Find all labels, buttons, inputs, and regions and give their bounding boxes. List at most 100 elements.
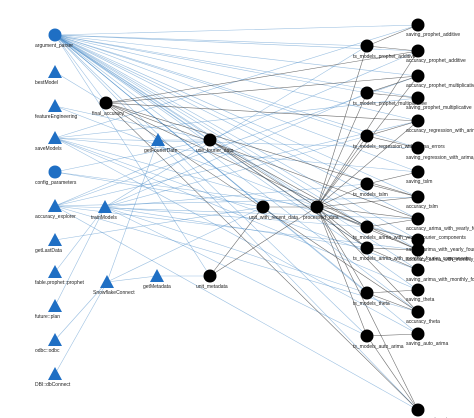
edge-processed_data-to-accuracy_regression_with_arima_errors [316,120,419,208]
node-label: accuracy_prophet_multiplicative [406,83,474,89]
circle-node-icon [411,141,425,155]
node-saving_arima_with_monthly_fourier_components[interactable]: saving_arima_with_monthly_fourier_compon… [406,263,474,284]
node-ts_models_arima_with_monthly_fourier_components[interactable]: ts_models_arima_with_monthly_fourier_com… [353,241,471,263]
node-fable_prophet_prophet[interactable]: fable.prophet::prophet [35,265,85,286]
node-getLastData[interactable]: getLastData [35,233,62,254]
triangle-node-icon [48,99,62,112]
node-ts_models_prophet_additive[interactable]: ts_models_prophet_additive [353,39,416,61]
edge-argument_parser-to-processed_data [54,34,318,208]
node-accuracy_arima_with_yearly_fourier_components[interactable]: accuracy_arima_with_yearly_fourier_compo… [406,212,474,233]
node-getMetadata[interactable]: getMetadata [143,269,171,290]
node-saving_prophet_multiplicative[interactable]: saving_prophet_multiplicative [406,91,472,112]
circle-node-icon [411,403,425,417]
edge-use_fourier_data-to-processed_data [209,139,318,208]
node-accuracy_prophet_additive[interactable]: accuracy_prophet_additive [406,44,466,65]
node-accuracy_regression_with_arima_errors[interactable]: accuracy_regression_with_arima_errors [406,114,474,135]
circle-node-icon [411,212,425,226]
node-accuracy_auto_arima[interactable]: accuracy_auto_arima [406,403,454,418]
node-label: future::plan [35,314,60,320]
node-label: saving_tslm [406,179,432,185]
edge-config_parameters-to-use_fourier_data [54,139,211,173]
circle-node-icon [360,241,374,255]
edge-processed_data-to-accuracy_tslm [316,196,419,208]
triangle-node-icon [100,275,114,288]
edge-snowflakeConnect-to-getFourierDate [106,139,159,283]
circle-node-icon [360,220,374,234]
triangle-node-icon [48,199,62,212]
edge-ts_models_prophet_additive-to-saving_prophet_additive [366,24,419,47]
edge-argument_parser-to-accuracy_auto_arima [54,34,419,411]
node-ts_models_regression_with_arima_errors[interactable]: ts_models_regression_with_arima_errors [353,129,445,151]
node-saving_auto_arima[interactable]: saving_auto_arima [406,327,448,348]
node-label: trainModels [91,215,117,221]
circle-node-icon [411,190,425,204]
node-ts_models_tslm[interactable]: ts_models_tslm [353,177,388,199]
circle-node-icon [203,133,217,147]
node-saveModels[interactable]: saveModels [35,131,62,152]
edge-odbc_odbc-to-snowflakeConnect [54,281,108,341]
edge-ts_models_auto_arima-to-accuracy_auto_arima [366,335,419,411]
node-odbc_odbc[interactable]: odbc::odbc [35,333,62,354]
node-saving_tslm[interactable]: saving_tslm [406,165,432,186]
node-label: ts_models_auto_arima [353,344,404,350]
edge-accuracy_prophet_multiplicative-to-final_accuracy [105,75,419,104]
edges-layer [54,24,419,411]
node-saving_prophet_additive[interactable]: saving_prophet_additive [406,18,460,39]
edge-argument_parser-to-ts_models_auto_arima [54,34,368,337]
node-getFourierDate[interactable]: getFourierDate [144,133,178,154]
node-processed_data[interactable]: processed_data [303,200,339,222]
edge-fable_prophet_prophet-to-trainModels [54,206,106,273]
edge-accuracy_auto_arima-to-final_accuracy [105,102,419,411]
edge-processed_data-to-ts_models_auto_arima [316,206,368,337]
node-accuracy_prophet_multiplicative[interactable]: accuracy_prophet_multiplicative [406,69,474,90]
node-bestModel[interactable]: bestModel [35,65,62,86]
node-dbi_dbconnect[interactable]: DBI::dbConnect [35,367,71,388]
node-ts_models_arima_with_yearly_fourier_components[interactable]: ts_models_arima_with_yearly_fourier_comp… [353,220,466,242]
circle-node-icon [48,28,62,42]
node-label: use_fourier_data [196,148,234,154]
node-accuracy_arima_with_monthly_fourier_components[interactable]: accuracy_arima_with_monthly_fourier_comp… [406,243,474,264]
edge-trainModels-to-ts_models_auto_arima [104,206,368,337]
node-saving_regression_with_arima_errors[interactable]: saving_regression_with_arima_errors [406,141,474,162]
edge-snowflakeConnect-to-unit_with_recent_data [106,206,264,283]
node-ts_models_auto_arima[interactable]: ts_models_auto_arima [353,329,404,351]
node-label: accuracy_tslm [406,204,438,210]
edge-argument_parser-to-saving_auto_arima [54,34,419,335]
circle-node-icon [411,44,425,58]
node-accuracy_tslm[interactable]: accuracy_tslm [406,190,438,211]
node-saving_arima_with_yearly_fourier_components[interactable]: saving_arima_with_yearly_fourier_compone… [406,233,474,254]
edge-processed_data-to-ts_models_tslm [316,183,368,208]
node-trainModels[interactable]: trainModels [91,200,117,221]
edge-trainModels-to-ts_models_tslm [104,183,368,208]
node-accuracy_theta[interactable]: accuracy_theta [406,305,440,326]
edge-ts_models_tslm-to-accuracy_tslm [366,183,419,198]
node-future_plan[interactable]: future::plan [35,299,62,320]
circle-node-icon [360,129,374,143]
triangle-node-icon [151,133,165,146]
node-featureEngineering[interactable]: featureEngineering [35,99,77,120]
node-argument_parser[interactable]: argument_parser [35,28,73,50]
node-final_accuracy[interactable]: final_accuracy [92,96,124,118]
node-ts_models_theta[interactable]: ts_models_theta [353,286,390,308]
node-label: argument_parser [35,43,73,49]
node-accuracy_explorer[interactable]: accuracy_explorer [35,199,76,220]
edge-trainModels-to-ts_models_arima_with_monthly_fourier_components [104,206,368,249]
triangle-node-icon [48,333,62,346]
edge-processed_data-to-accuracy_theta [316,206,419,313]
node-unit_with_recent_data[interactable]: unit_with_recent_data [249,200,298,222]
edge-argument_parser-to-ts_models_prophet_multiplicative [54,34,368,94]
node-label: saving_prophet_multiplicative [406,105,472,111]
edge-config_parameters-to-unit_with_recent_data [54,171,264,208]
node-label: ts_models_tslm [353,192,388,198]
node-saving_theta[interactable]: saving_theta [406,283,435,304]
node-label: unit_with_recent_data [249,215,298,221]
edge-accuracy_explorer-to-accuracy_arima_with_monthly_fourier_components [54,205,419,251]
edge-processed_data-to-ts_models_prophet_multiplicative [316,92,368,208]
node-config_parameters[interactable]: config_parameters [35,165,77,187]
node-use_fourier_data[interactable]: use_fourier_data [196,133,234,155]
node-ts_models_prophet_multiplicative[interactable]: ts_models_prophet_multiplicative [353,86,427,108]
edge-bestModel-to-final_accuracy [54,71,107,104]
node-unit_metadata[interactable]: unit_metadata [196,269,228,291]
node-snowflakeConnect[interactable]: SnowflakeConnect [93,275,135,296]
